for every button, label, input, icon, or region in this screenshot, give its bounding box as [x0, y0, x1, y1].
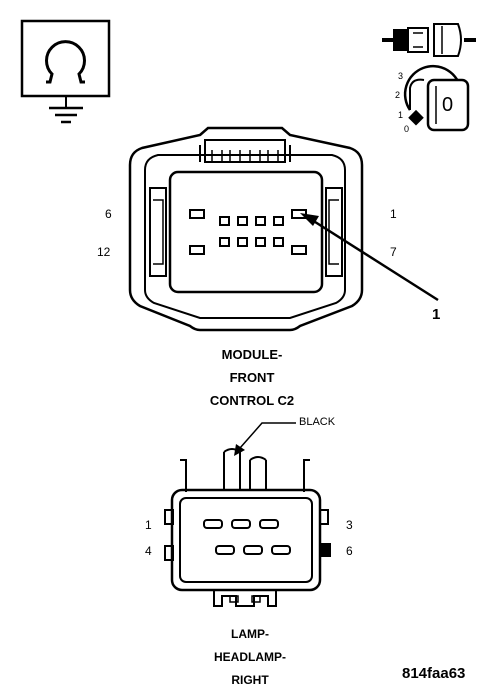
headlamp-pin-label-top-right: 3	[346, 518, 353, 532]
headlamp-title-line-2: HEADLAMP-	[214, 650, 286, 664]
c2-title-line-1: MODULE-	[221, 347, 283, 362]
connector-disconnect-icon	[382, 23, 476, 57]
c2-pin-label-bottom-left: 12	[97, 245, 111, 259]
wire-color-leader	[234, 422, 296, 456]
callout-number: 1	[432, 306, 441, 323]
headlamp-pin-label-bottom-right: 6	[346, 544, 353, 558]
headlamp-title-line-3: RIGHT	[231, 673, 269, 687]
c2-connector-title: MODULE- FRONT CONTROL C2	[172, 343, 332, 412]
ground-icon	[49, 96, 83, 124]
headlamp-title-line-1: LAMP-	[231, 627, 269, 641]
callout-arrow	[300, 213, 439, 302]
c2-pin-label-bottom-right: 7	[390, 245, 397, 259]
ignition-key-label: 0	[442, 94, 454, 116]
figure-id: 814faa63	[402, 665, 466, 682]
c2-pin-label-top-left: 6	[105, 207, 112, 221]
c2-title-line-3: CONTROL C2	[209, 393, 295, 408]
headlamp-connector-title: LAMP- HEADLAMP- RIGHT	[170, 623, 330, 692]
headlamp-connector-housing	[164, 448, 331, 607]
ignition-switch-icon	[403, 64, 470, 132]
ohm-resistance-icon	[20, 19, 111, 98]
ignition-position-1: 1	[398, 110, 404, 120]
ignition-position-2: 2	[395, 90, 401, 100]
headlamp-pin-label-top-left: 1	[145, 518, 152, 532]
wire-color-label: BLACK	[299, 416, 336, 428]
ignition-position-0: 0	[404, 124, 410, 134]
ignition-position-3: 3	[398, 71, 404, 81]
c2-title-line-2: FRONT	[229, 370, 275, 385]
headlamp-cavity-grid	[203, 519, 291, 555]
c2-pin-label-top-right: 1	[390, 207, 397, 221]
c2-connector-housing	[128, 126, 364, 332]
c2-cavity-grid	[189, 209, 307, 255]
headlamp-pin-label-bottom-left: 4	[145, 544, 152, 558]
